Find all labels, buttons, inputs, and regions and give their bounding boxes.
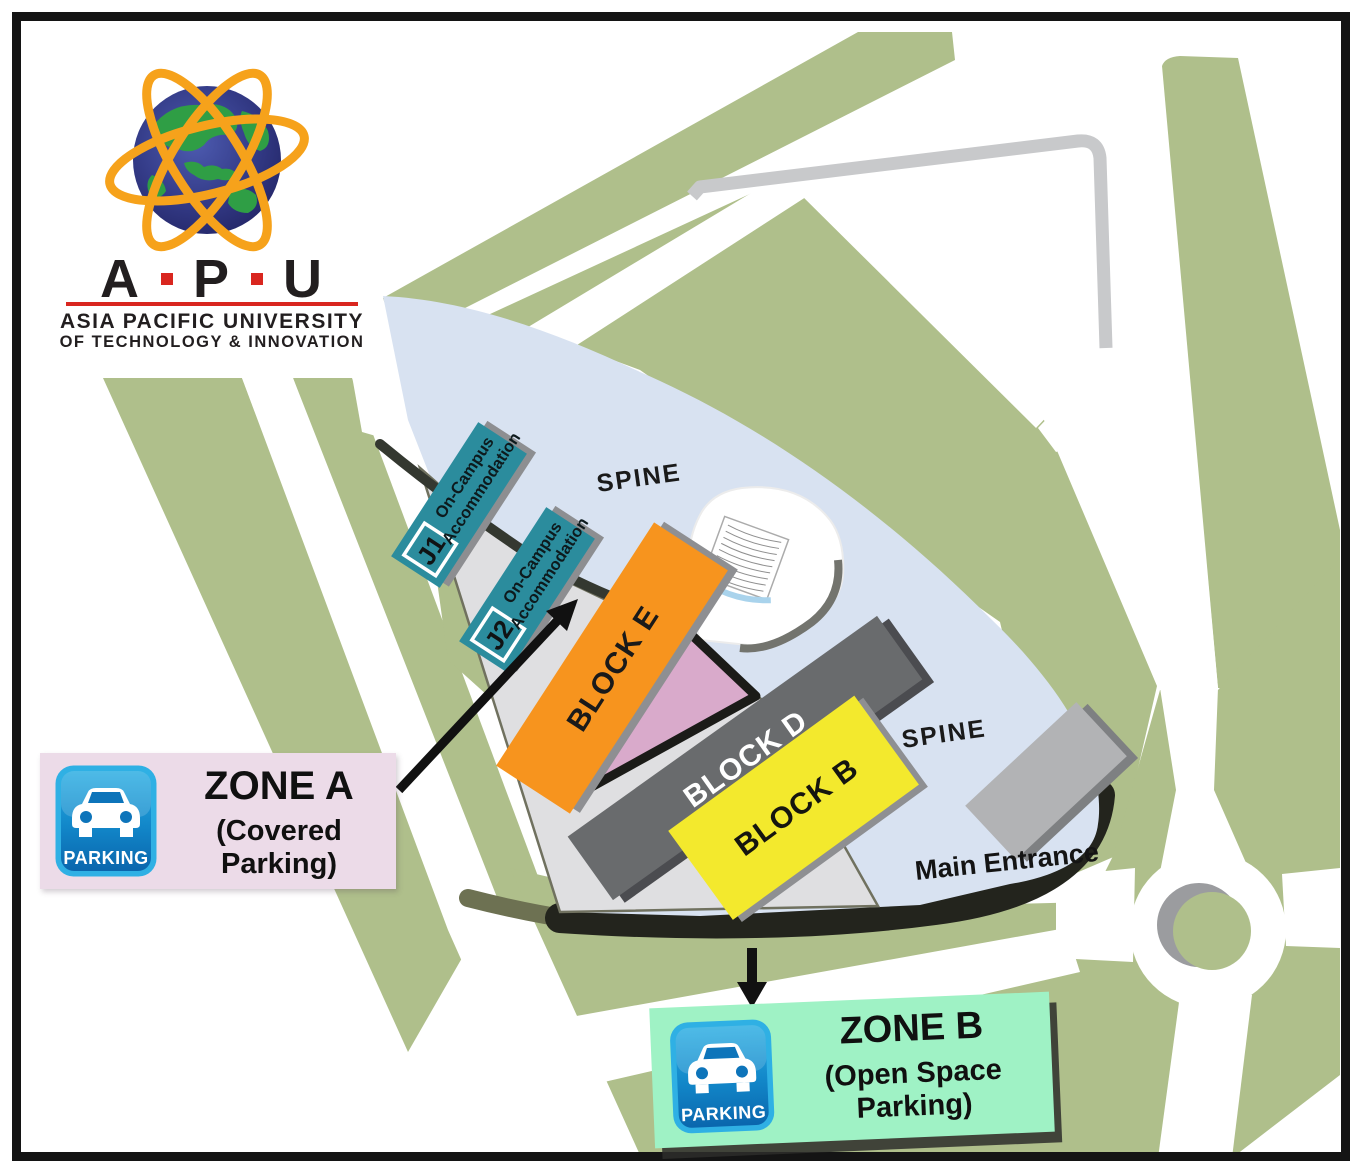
roundabout	[1130, 852, 1286, 1008]
road-bottom-right-corner	[1232, 1075, 1340, 1158]
apu-letter-p: P	[192, 249, 232, 309]
globe-orbit-rings	[105, 68, 309, 252]
auditorium-edge-shadow	[739, 559, 843, 653]
zone-b-description: (Open Space Parking)	[823, 1053, 1003, 1125]
apu-red-dot	[160, 273, 173, 285]
building-entrance-gray	[965, 702, 1139, 862]
parking-sign-text: PARKING	[681, 1102, 767, 1126]
apu-globe-icon	[105, 68, 309, 252]
car-glyph	[72, 788, 140, 837]
parking-sign-icon: PARKING	[670, 1019, 775, 1134]
building-block-e: BLOCK E	[496, 521, 738, 814]
parking-sign-icon: PARKING	[55, 765, 157, 877]
apu-tagline-1: ASIA PACIFIC UNIVERSITY	[59, 310, 365, 333]
road-junction	[1038, 344, 1148, 452]
zone-b-arrow	[737, 948, 767, 1008]
auditorium-building	[687, 486, 845, 653]
grass-right-band	[1162, 56, 1340, 688]
road-between-strips	[242, 378, 640, 1155]
zone-b-arrowhead	[737, 982, 767, 1008]
zone-a-arrowhead	[546, 599, 578, 631]
grass-left-strip-2	[293, 378, 545, 918]
apu-letters: A P U	[42, 248, 382, 310]
car-glyph	[688, 1043, 757, 1094]
zone-a-label-box: PARKING ZONE A (Covered Parking)	[40, 753, 396, 889]
apu-letter-a: A	[99, 249, 141, 309]
road-roundabout-west	[1056, 868, 1135, 962]
parking-sign-text: PARKING	[63, 848, 148, 868]
apu-tagline-2: OF TECHNOLOGY & INNOVATION	[59, 333, 365, 351]
road-vertical-right	[1100, 30, 1218, 688]
zone-b-label-box: PARKING ZONE B (Open Space Parking)	[649, 991, 1055, 1149]
road-roundabout-east	[1282, 868, 1340, 948]
building-block-b: BLOCK B	[668, 695, 928, 922]
zone-a-arrow	[395, 599, 578, 794]
gray-walkway	[687, 134, 1113, 349]
apu-red-dot	[251, 273, 264, 285]
apu-letter-u: U	[283, 249, 325, 309]
apu-red-rule	[66, 302, 358, 306]
road-northeast-diagonal	[790, 146, 1072, 428]
zone-a-name: ZONE A	[204, 764, 354, 808]
apu-logo: A P U ASIA PACIFIC UNIVERSITY OF TECHNOL…	[42, 30, 382, 360]
zone-a-description: (Covered Parking)	[216, 815, 342, 880]
roundabout-island	[1173, 892, 1251, 970]
zone-b-name: ZONE B	[838, 1004, 984, 1053]
road-vertical-right-lower	[1160, 688, 1250, 872]
road-roundabout-south	[1158, 995, 1252, 1158]
grass-top-band	[383, 32, 955, 342]
grass-crossing-stub	[776, 68, 814, 102]
